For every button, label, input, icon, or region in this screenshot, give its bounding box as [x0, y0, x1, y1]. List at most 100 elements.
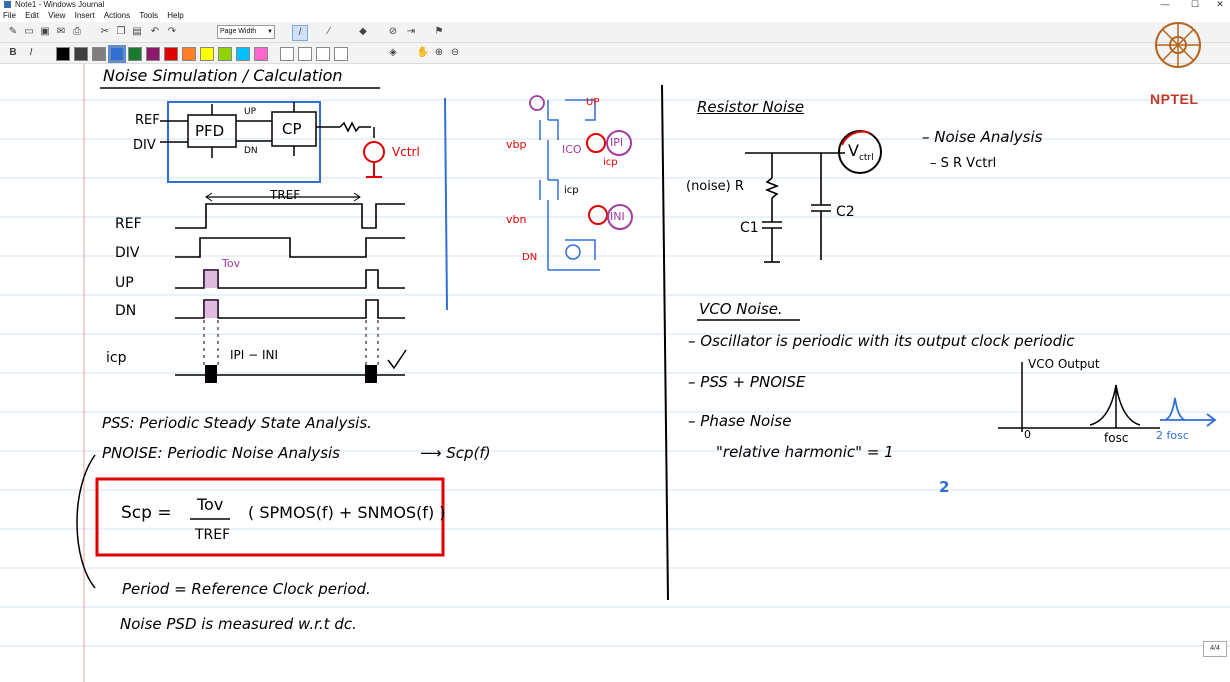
close-button[interactable]: ✕: [1216, 0, 1224, 9]
color-swatch[interactable]: [218, 47, 232, 61]
redo-icon[interactable]: ↷: [167, 26, 177, 37]
color-swatch[interactable]: [56, 47, 70, 61]
column-divider: [661, 84, 669, 601]
label-fosc: fosc: [1104, 431, 1129, 445]
label-tov: Tov: [222, 257, 241, 270]
label-vctrl-node: Vctrl: [848, 141, 874, 164]
label-cp: CP: [282, 120, 302, 138]
label-c2: C2: [836, 204, 855, 220]
formula-left: Scp =: [121, 503, 172, 523]
color-swatch[interactable]: [280, 47, 294, 61]
insert-space-icon[interactable]: ⇥: [406, 26, 416, 37]
email-icon[interactable]: ✉: [56, 26, 66, 37]
label-vbn: vbn: [506, 213, 527, 226]
color-swatch[interactable]: [74, 47, 88, 61]
label-up: UP: [244, 107, 257, 117]
journal-app-icon: [4, 1, 11, 8]
text-period: Period = Reference Clock period.: [122, 580, 371, 598]
menu-edit[interactable]: Edit: [25, 11, 39, 20]
label-two-fosc: 2 fosc: [1156, 429, 1189, 442]
zoom-select[interactable]: Page Width ▼: [217, 25, 275, 39]
menu-insert[interactable]: Insert: [74, 11, 95, 20]
cut-icon[interactable]: ✂: [100, 26, 110, 37]
wave-label-up: UP: [115, 275, 134, 291]
lasso-icon[interactable]: ⊘: [388, 26, 398, 37]
page-counter: 4/4: [1203, 641, 1227, 657]
minimize-button[interactable]: —: [1160, 0, 1170, 9]
color-swatch[interactable]: [164, 47, 178, 61]
color-swatch[interactable]: [92, 47, 106, 61]
formula-denominator: TREF: [195, 527, 231, 543]
color-swatch[interactable]: [200, 47, 214, 61]
open-icon[interactable]: ▭: [24, 26, 34, 37]
bold-icon[interactable]: B: [9, 47, 17, 58]
menu-help[interactable]: Help: [167, 11, 184, 20]
menu-file[interactable]: File: [3, 11, 16, 20]
zoom-in-icon[interactable]: ⊕: [434, 47, 444, 58]
formula-box: [95, 477, 445, 557]
text-arrow-scp: ⟶ Scp(f): [420, 444, 491, 462]
save-icon[interactable]: ▣: [40, 26, 50, 37]
color-swatch[interactable]: [334, 47, 348, 61]
label-vbp: vbp: [506, 138, 527, 151]
label-up-cp: UP: [586, 97, 600, 108]
label-ip-in: IPI − INI: [230, 348, 279, 362]
chevron-down-icon: ▼: [267, 29, 273, 35]
color-swatch[interactable]: [236, 47, 250, 61]
label-in1: INI: [610, 210, 625, 223]
color-swatch[interactable]: [298, 47, 312, 61]
pan-icon[interactable]: ✋: [416, 47, 430, 58]
zoom-out-icon[interactable]: ⊖: [450, 47, 460, 58]
eraser-icon[interactable]: ◆: [359, 26, 367, 37]
label-div: DIV: [133, 138, 156, 153]
menu-actions[interactable]: Actions: [103, 11, 131, 20]
color-swatch[interactable]: [182, 47, 196, 61]
label-pfd: PFD: [195, 122, 225, 140]
italic-icon[interactable]: I: [29, 47, 33, 58]
label-icp-a: icp: [603, 157, 618, 168]
color-swatch[interactable]: [108, 45, 126, 63]
label-ref: REF: [135, 113, 160, 128]
print-icon[interactable]: ⎙: [73, 26, 81, 37]
text-noise-analysis: – Noise Analysis: [922, 128, 1043, 146]
heading-vco-noise: VCO Noise.: [699, 300, 783, 318]
wave-label-dn: DN: [115, 303, 137, 319]
ink-canvas: [0, 64, 1230, 682]
note-page[interactable]: Noise Simulation / Calculation REF DIV P…: [0, 22, 1230, 682]
zoom-select-value: Page Width: [220, 28, 257, 35]
menu-bar: File Edit View Insert Actions Tools Help: [0, 9, 1230, 22]
window-title: Note1 - Windows Journal: [15, 0, 105, 9]
copy-icon[interactable]: ❐: [116, 26, 126, 37]
standard-toolbar: ✎ ▭ ▣ ✉ ⎙ ✂ ❐ ▤ ↶ ↷ Page Width ▼ / ⁄ ◆ ⊘…: [0, 22, 1230, 43]
text-oscillator: – Oscillator is periodic with its output…: [688, 332, 1075, 350]
new-note-icon[interactable]: ✎: [8, 26, 18, 37]
vco-spectrum-plot: [998, 362, 1160, 432]
color-swatch[interactable]: [316, 47, 330, 61]
formula-right: ( SPMOS(f) + SNMOS(f) ): [248, 503, 446, 522]
label-ip1: IPI: [610, 136, 624, 149]
color-swatch[interactable]: [254, 47, 268, 61]
label-zero: 0: [1024, 428, 1031, 441]
heading-noise-simulation: Noise Simulation / Calculation: [103, 66, 343, 85]
maximize-button[interactable]: ☐: [1190, 0, 1200, 9]
wave-label-icp: icp: [106, 350, 127, 366]
pen-icon[interactable]: /: [292, 25, 308, 41]
menu-tools[interactable]: Tools: [139, 11, 158, 20]
paste-icon[interactable]: ▤: [132, 26, 142, 37]
label-dn: DN: [244, 146, 258, 156]
heading-resistor-noise: Resistor Noise: [697, 98, 805, 116]
color-swatch[interactable]: [128, 47, 142, 61]
color-picker-icon[interactable]: ◈: [389, 47, 397, 58]
text-pss: PSS: Periodic Steady State Analysis.: [102, 414, 372, 432]
highlighter-icon[interactable]: ⁄: [328, 26, 330, 37]
flag-icon[interactable]: ⚑: [434, 26, 444, 37]
nptel-logo-emblem: [1155, 22, 1201, 68]
nptel-logo-text: NPTEL: [1150, 91, 1199, 107]
ruled-lines: [0, 99, 1230, 647]
color-swatch[interactable]: [146, 47, 160, 61]
undo-icon[interactable]: ↶: [150, 26, 160, 37]
text-pnoise: PNOISE: Periodic Noise Analysis: [102, 444, 340, 462]
label-dn-cp: DN: [522, 252, 538, 263]
menu-view[interactable]: View: [48, 11, 66, 20]
title-bar: Note1 - Windows Journal — ☐ ✕: [0, 0, 1230, 9]
